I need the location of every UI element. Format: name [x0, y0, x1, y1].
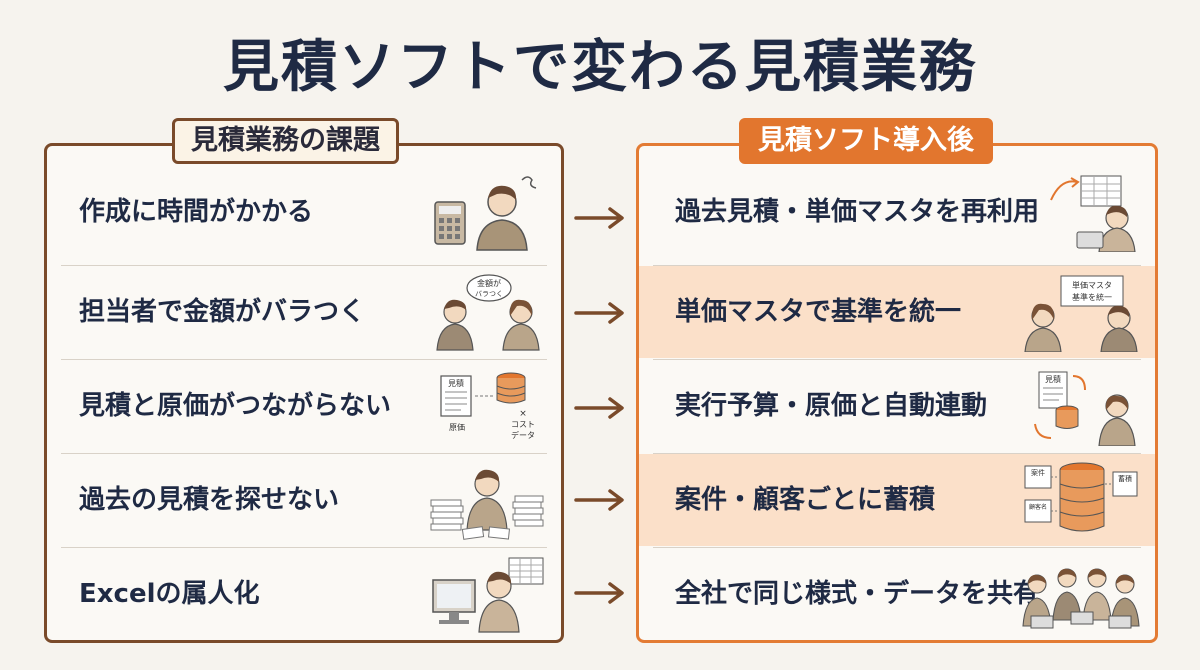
challenge-row-5: Excelの属人化 — [47, 548, 561, 640]
page-title: 見積ソフトで変わる見積業務 — [223, 35, 977, 100]
document-sync-person-icon: 見積 — [1034, 371, 1136, 446]
x-mark: × — [519, 409, 527, 419]
arrow-right-icon — [574, 302, 624, 324]
team-laptops-icon — [1022, 568, 1140, 629]
benefit-text: 過去見積・単価マスタを再利用 — [675, 196, 1040, 227]
database-cards-icon: 案件 顧客名 蓄積 — [1024, 462, 1138, 532]
cost-label: 原価 — [449, 422, 465, 432]
card-label: 蓄積 — [1118, 474, 1132, 483]
two-people-discussing-icon: 金額が バラつく — [436, 274, 540, 351]
benefit-text-line2: データを共有 — [883, 578, 1040, 609]
benefit-row-5: 全社で同じ様式・ データを共有 — [639, 548, 1155, 640]
bubble-text-line2: バラつく — [475, 290, 503, 298]
doc-label: 見積 — [1045, 374, 1061, 384]
challenge-row-4: 過去の見積を探せない — [47, 454, 561, 546]
benefit-row-3: 実行予算・原価と自動連動 見積 — [639, 360, 1155, 452]
challenge-row-3: 見積と原価がつながらない 見積 原価 × コスト データ — [47, 360, 561, 452]
benefit-text: 案件・顧客ごとに蓄積 — [675, 484, 936, 515]
challenge-row-2: 担当者で金額がバラつく 金額が バラつく — [47, 266, 561, 358]
arrow-right-icon — [574, 582, 624, 604]
card-label: 案件 — [1031, 468, 1045, 477]
after-header: 見積ソフト導入後 — [739, 118, 993, 164]
person-paper-piles-icon — [430, 469, 544, 540]
stressed-person-calculator-icon — [434, 176, 537, 251]
arrow-right-icon — [574, 397, 624, 419]
benefit-row-2: 単価マスタで基準を統一 単価マスタ 基準を統一 — [639, 266, 1155, 358]
benefit-text: 実行予算・原価と自動連動 — [675, 390, 988, 421]
after-panel: 見積ソフト導入後 過去見積・単価マスタを再利用 単価マスタで基準を統一 単価マス… — [636, 118, 1158, 643]
challenge-text: 作成に時間がかかる — [79, 196, 314, 227]
arrow-right-icon — [574, 207, 624, 229]
bubble-text-line1: 金額が — [477, 278, 501, 288]
x-label-line2: データ — [511, 430, 535, 440]
person-tablet-spreadsheet-icon — [1050, 175, 1136, 252]
challenges-panel: 見積業務の課題 作成に時間がかかる 担当者で金額がバラつく 金額が バラつく — [44, 118, 564, 643]
benefit-row-1: 過去見積・単価マスタを再利用 — [639, 166, 1155, 258]
benefit-text: 単価マスタで基準を統一 — [675, 296, 962, 327]
challenge-row-1: 作成に時間がかかる — [47, 166, 561, 258]
challenge-text: Excelの属人化 — [79, 578, 260, 609]
card-label: 顧客名 — [1029, 503, 1047, 511]
document-database-icon: 見積 原価 × コスト データ — [440, 372, 535, 440]
person-computer-spreadsheet-icon — [432, 557, 544, 633]
board-text-line2: 基準を統一 — [1072, 292, 1112, 302]
challenge-text: 過去の見積を探せない — [79, 484, 340, 515]
challenges-header: 見積業務の課題 — [172, 118, 399, 164]
challenge-text: 担当者で金額がバラつく — [79, 296, 366, 327]
benefit-text: 全社で同じ様式・ データを共有 — [675, 548, 1039, 640]
board-text-line1: 単価マスタ — [1072, 280, 1112, 290]
benefit-row-4: 案件・顧客ごとに蓄積 案件 顧客名 蓄積 — [639, 454, 1155, 546]
x-label-line1: コスト — [511, 420, 535, 429]
two-people-board-icon: 単価マスタ 基準を統一 — [1024, 275, 1138, 352]
benefit-text-line1: 全社で同じ様式・ — [675, 578, 884, 609]
challenge-text: 見積と原価がつながらない — [79, 390, 392, 421]
arrow-right-icon — [574, 489, 624, 511]
doc-label: 見積 — [448, 378, 464, 388]
